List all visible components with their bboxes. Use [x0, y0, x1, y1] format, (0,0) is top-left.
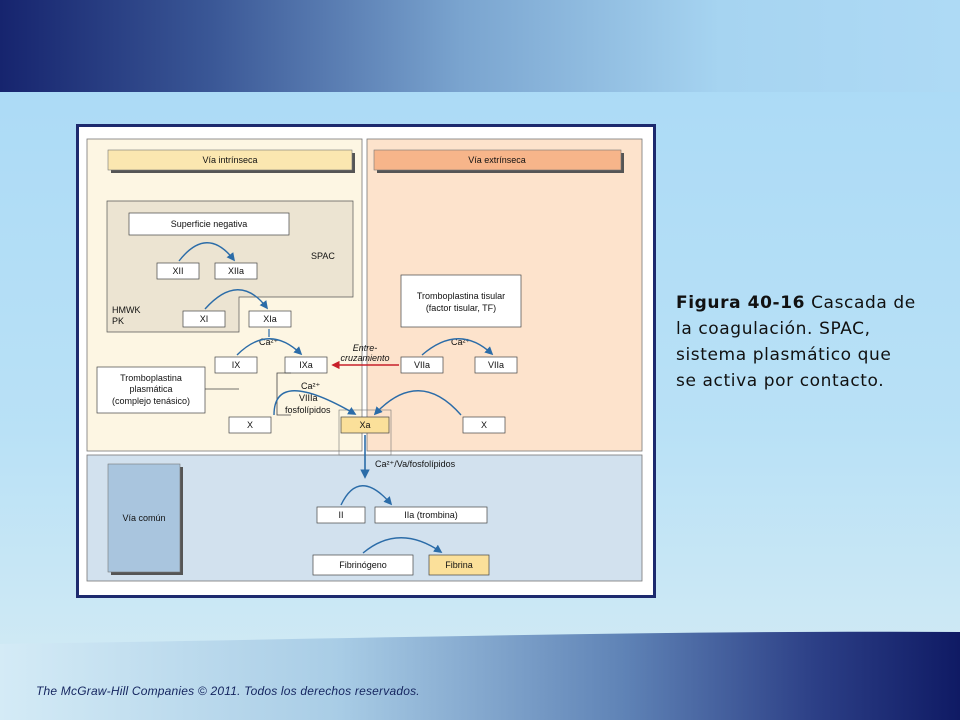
ii-box	[316, 506, 366, 524]
xii-label: XII	[172, 266, 183, 276]
fibrina-label: Fibrina	[445, 560, 473, 570]
xa-box	[340, 416, 390, 434]
xi-box	[182, 310, 226, 328]
iia-box	[374, 506, 488, 524]
entrecruzamiento-line1: Entre-	[353, 343, 378, 353]
cofactor-bracket	[276, 372, 291, 416]
common-label-box	[107, 463, 181, 573]
ca2-right-label: Ca²⁺	[451, 337, 471, 347]
viia-right-label: VIIa	[488, 360, 504, 370]
viia-left-box	[400, 356, 444, 374]
spac-label: SPAC	[311, 251, 335, 261]
entrecruzamiento-line2: cruzamiento	[340, 353, 389, 363]
tromboplastina-tisular-box	[400, 274, 522, 328]
superficie-box	[128, 212, 290, 236]
tromb-plasm-line3: (complejo tenásico)	[112, 396, 190, 406]
arrow-xi-xia	[204, 289, 269, 310]
ixa-box	[284, 356, 328, 374]
coagulation-diagram: Vía intrínseca Vía extrínseca SPAC HMWK …	[86, 138, 643, 582]
tromb-plasm-line2: plasmática	[129, 384, 172, 394]
ix-label: IX	[232, 360, 241, 370]
top-banner-curve	[0, 60, 960, 92]
copyright-footer: The McGraw-Hill Companies © 2011. Todos …	[36, 684, 420, 698]
arrow-xii-xiia	[178, 242, 236, 262]
cofactor-ca: Ca²⁺	[301, 381, 321, 391]
tromboplastina-plasmatica-box	[96, 366, 206, 414]
xiia-box	[214, 262, 258, 280]
cofactor-fosfolipidos: fosfolípidos	[285, 405, 331, 415]
arrow-ii-iia	[340, 485, 393, 506]
ix-box	[214, 356, 258, 374]
xa-label: Xa	[359, 420, 370, 430]
intrinsic-header: Vía intrínseca	[202, 155, 257, 165]
caption-figure-label: Figura 40-16	[676, 293, 806, 313]
iia-label: IIa (trombina)	[404, 510, 458, 520]
xi-label: XI	[200, 314, 209, 324]
xia-box	[248, 310, 292, 328]
fibrina-box	[428, 554, 490, 576]
arrow-ix-ixa	[236, 338, 303, 356]
arrow-x-xa-left	[273, 390, 357, 416]
pk-label: PK	[112, 316, 124, 326]
fibrinogeno-label: Fibrinógeno	[339, 560, 387, 570]
intrinsic-header-box	[107, 149, 353, 171]
arrow-fibrinogeno-fibrina	[362, 537, 443, 554]
arrow-x-xa-right	[373, 390, 462, 416]
xia-label: XIa	[263, 314, 277, 324]
tromb-plasm-line1: Tromboplastina	[120, 373, 182, 383]
ixa-label: IXa	[299, 360, 313, 370]
coagulation-figure: Vía intrínseca Vía extrínseca SPAC HMWK …	[76, 124, 656, 598]
xiia-label: XIIa	[228, 266, 244, 276]
viia-left-label: VIIa	[414, 360, 430, 370]
caption-text: Cascada de la coagulación. SPAC, sistema…	[676, 293, 916, 391]
x-right-label: X	[481, 420, 487, 430]
ca2-left-label: Ca²⁺	[259, 337, 279, 347]
bottom-banner	[0, 631, 960, 720]
extrinsic-header-box	[373, 149, 622, 171]
superficie-label: Superficie negativa	[171, 219, 248, 229]
tromb-tisular-line1: Tromboplastina tisular	[417, 291, 505, 301]
figure-caption: Figura 40-16 Cascada de la coagulación. …	[676, 290, 916, 394]
ii-label: II	[338, 510, 343, 520]
xii-box	[156, 262, 200, 280]
x-right-box	[462, 416, 506, 434]
x-left-box	[228, 416, 272, 434]
viia-right-box	[474, 356, 518, 374]
tromb-tisular-line2: (factor tisular, TF)	[426, 303, 496, 313]
common-cofactors: Ca²⁺/Va/fosfolípidos	[375, 459, 456, 469]
cofactor-viiia: VIIIa	[299, 393, 318, 403]
extrinsic-header: Vía extrínseca	[468, 155, 526, 165]
hmwk-label: HMWK	[112, 305, 141, 315]
common-label: Vía común	[122, 513, 165, 523]
x-left-label: X	[247, 420, 253, 430]
fibrinogeno-box	[312, 554, 414, 576]
arrow-viia	[421, 338, 494, 356]
